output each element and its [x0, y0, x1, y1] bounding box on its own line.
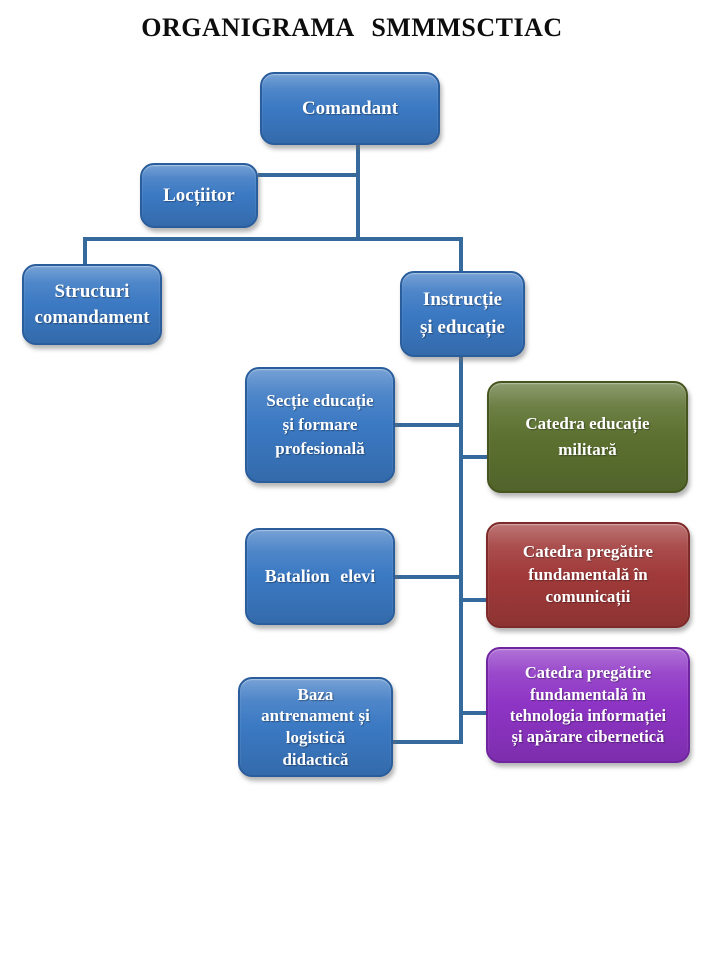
node-batalion-elevi: Batalion elevi: [245, 528, 395, 625]
node-baza-antrenament: Baza antrenament și logistică didactică: [238, 677, 393, 777]
page-title: ORGANIGRAMA SMMMSCTIAC: [141, 13, 563, 42]
connector-instructie-drop: [459, 237, 463, 273]
connector-catedra-tehnologia-branch: [461, 711, 488, 715]
connector-instructie-trunk: [459, 355, 463, 744]
node-batalion-elevi-label: Batalion elevi: [264, 566, 376, 586]
node-catedra-tehnologia-cibernetica-label: Catedra pregătire fundamentală în tehnol…: [509, 663, 667, 747]
connector-sectie-branch: [393, 423, 459, 427]
connector-level2-horizontal: [83, 237, 463, 241]
node-instructie-educatie-label: Instrucție și educație: [420, 288, 505, 339]
connector-batalion-branch: [393, 575, 459, 579]
node-catedra-comunicatii: Catedra pregătire fundamentală în comuni…: [486, 522, 690, 628]
node-structuri-comandament-label: Structuri comandament: [34, 280, 150, 328]
node-catedra-comunicatii-label: Catedra pregătire fundamentală în comuni…: [522, 541, 654, 607]
node-catedra-tehnologia-cibernetica: Catedra pregătire fundamentală în tehnol…: [486, 647, 690, 763]
connector-catedra-educatie-branch: [461, 455, 489, 459]
connector-baza-branch: [391, 740, 461, 744]
node-structuri-comandament: Structuri comandament: [22, 264, 162, 345]
node-sectie-educatie-formare-label: Secție educație și formare profesională: [266, 391, 374, 458]
node-baza-antrenament-label: Baza antrenament și logistică didactică: [261, 684, 370, 769]
connector-catedra-comunicatii-branch: [461, 598, 488, 602]
node-sectie-educatie-formare: Secție educație și formare profesională: [245, 367, 395, 483]
node-catedra-educatie-militara-label: Catedra educație militară: [525, 413, 650, 459]
node-loctiitor-label: Locțiitor: [163, 184, 235, 206]
connector-comandant-down: [356, 144, 360, 240]
node-comandant: Comandant: [260, 72, 440, 145]
connector-loctiitor-link: [258, 173, 360, 177]
connector-structuri-drop: [83, 237, 87, 267]
node-comandant-label: Comandant: [301, 97, 399, 119]
node-instructie-educatie: Instrucție și educație: [400, 271, 525, 357]
node-loctiitor: Locțiitor: [140, 163, 258, 228]
node-catedra-educatie-militara: Catedra educație militară: [487, 381, 688, 493]
